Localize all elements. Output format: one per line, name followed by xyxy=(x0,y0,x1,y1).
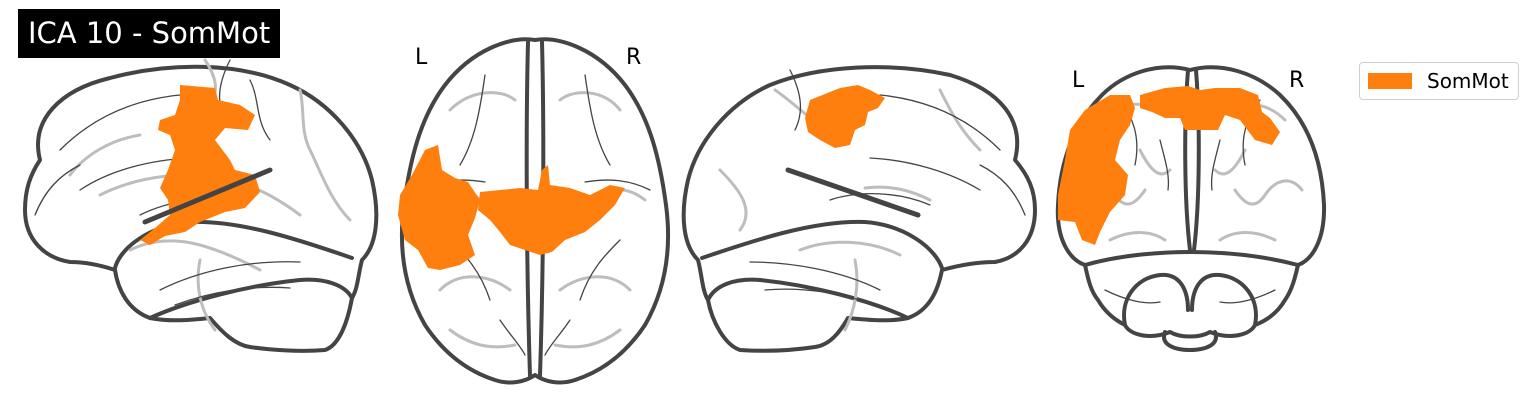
sagittal-left-view xyxy=(0,0,390,420)
coronal-left-label: L xyxy=(1072,68,1085,93)
legend: SomMot xyxy=(1359,62,1519,100)
legend-swatch xyxy=(1368,73,1412,89)
legend-label: SomMot xyxy=(1427,69,1509,93)
coronal-right-label: R xyxy=(1289,68,1305,93)
page-title: ICA 10 - SomMot xyxy=(18,9,281,58)
axial-right-label: R xyxy=(626,45,642,70)
axial-view xyxy=(390,0,680,420)
sagittal-right-view xyxy=(680,0,1040,420)
coronal-view xyxy=(1040,0,1340,420)
axial-left-label: L xyxy=(415,45,428,70)
